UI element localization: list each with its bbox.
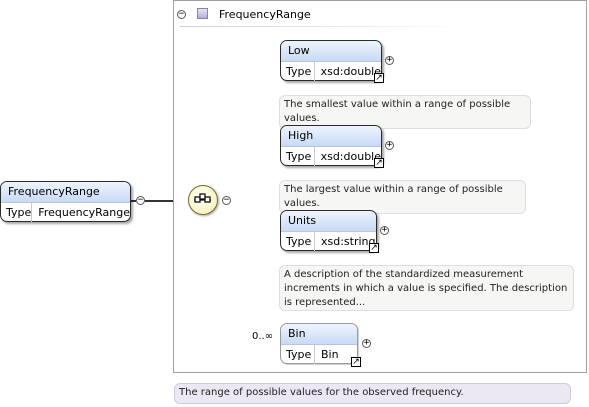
element-name: FrequencyRange: [1, 182, 130, 203]
expand-icon[interactable]: +: [385, 140, 394, 150]
sequence-compositor-icon[interactable]: [188, 185, 218, 215]
element-name: Low: [281, 41, 381, 62]
root-element-box[interactable]: FrequencyRange Type FrequencyRange: [0, 181, 131, 222]
type-reference-icon[interactable]: ↗: [374, 73, 384, 83]
element-box-high[interactable]: High Type xsd:double: [280, 125, 382, 166]
expand-icon[interactable]: +: [380, 225, 389, 235]
element-box-bin[interactable]: Bin Type Bin: [280, 323, 358, 364]
annotation-high: The largest value within a range of poss…: [279, 180, 526, 214]
type-value: xsd:string: [321, 235, 376, 248]
element-name: Units: [281, 211, 376, 232]
complex-type-title: FrequencyRange: [219, 8, 311, 21]
type-key: Type: [281, 147, 315, 166]
element-box-low[interactable]: Low Type xsd:double: [280, 40, 382, 81]
occurrence-label: 0..∞: [252, 331, 274, 342]
type-key: Type: [281, 345, 315, 364]
collapse-icon[interactable]: −: [222, 195, 231, 205]
type-reference-icon[interactable]: ↗: [351, 357, 361, 367]
annotation-low: The smallest value within a range of pos…: [279, 95, 531, 129]
element-name: High: [281, 126, 381, 147]
collapse-icon[interactable]: −: [136, 195, 145, 205]
annotation-units: A description of the standardized measur…: [279, 265, 574, 311]
element-name: Bin: [281, 324, 357, 345]
element-box-units[interactable]: Units Type xsd:string: [280, 210, 377, 251]
type-key: Type: [281, 232, 315, 251]
expand-icon[interactable]: +: [385, 55, 394, 65]
collapse-icon[interactable]: −: [177, 9, 186, 19]
expand-icon[interactable]: +: [362, 338, 371, 348]
type-reference-icon[interactable]: ↗: [374, 158, 384, 168]
type-value: xsd:double: [320, 65, 381, 78]
type-value: xsd:double: [320, 150, 381, 163]
type-value: Bin: [321, 348, 339, 361]
complex-type-icon: [197, 8, 208, 19]
frame-title-divider: [180, 26, 470, 27]
type-key: Type: [281, 62, 315, 81]
type-reference-icon[interactable]: ↗: [369, 243, 379, 253]
type-value: FrequencyRange: [38, 206, 130, 219]
type-key: Type: [1, 203, 33, 222]
type-annotation: The range of possible values for the obs…: [174, 383, 571, 404]
